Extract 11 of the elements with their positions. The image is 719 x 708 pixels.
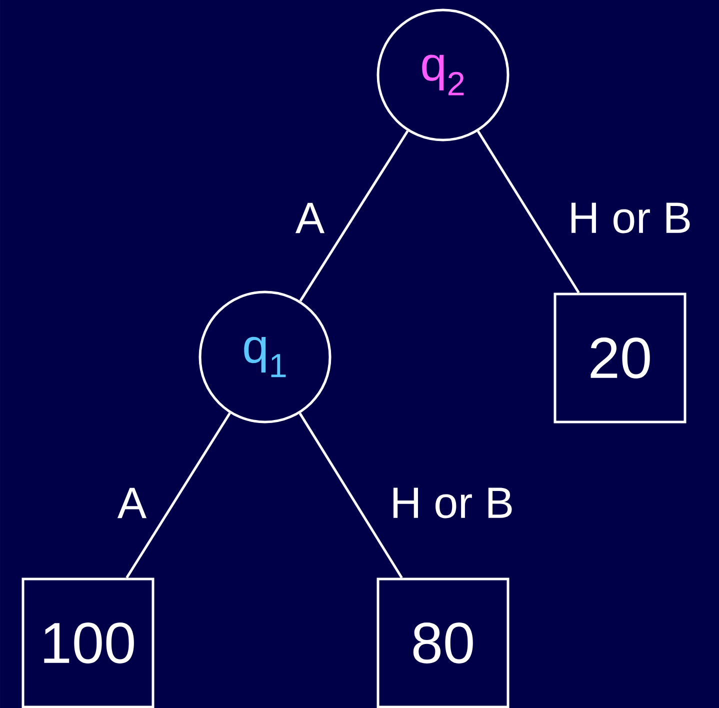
value-box: 100 [22,578,154,708]
edge-label: A [117,488,147,518]
edge-label: H or B [393,488,512,518]
connector-line [477,130,580,294]
connector-line [126,412,231,578]
edge-label: H or B [571,202,690,234]
connector-line [299,130,409,302]
value-box: 20 [554,292,686,424]
value-box: 80 [376,578,510,708]
edge-label: A [295,202,325,234]
connector-line [298,412,403,578]
